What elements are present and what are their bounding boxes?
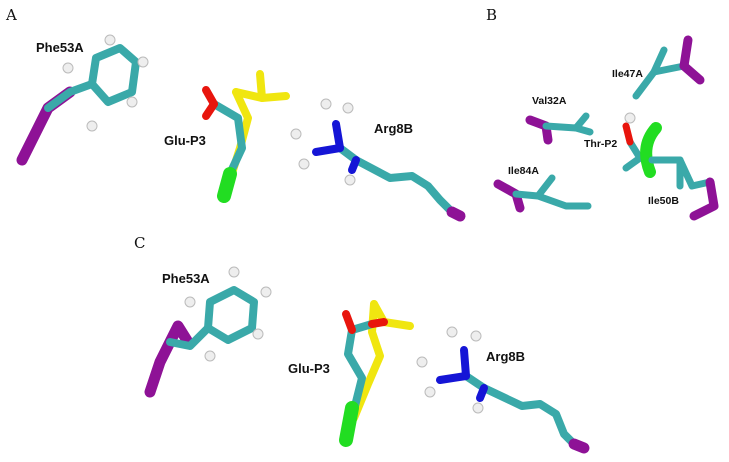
ile47a-branch	[650, 62, 688, 76]
glu-p3-oxygen-1	[342, 310, 356, 334]
arg8b-nitrogen-2	[436, 372, 470, 384]
label-ile47a: Ile47A	[612, 68, 643, 80]
hydrogen-atom	[137, 56, 149, 68]
glu-p3-oxygen-2	[368, 318, 388, 328]
hydrogen-atom	[62, 62, 74, 74]
label-phe53a-c: Phe53A	[162, 271, 210, 286]
label-thr-p2: Thr-P2	[584, 138, 617, 150]
ile50b-backbone	[689, 177, 719, 221]
hydrogen-atom	[472, 402, 484, 414]
hydrogen-atom	[424, 386, 436, 398]
phe53a-sidechain	[166, 324, 212, 350]
glu-p3-oxygen-2	[202, 100, 218, 120]
hydrogen-atom	[184, 296, 196, 308]
panel-c: C Phe53A Glu-P3	[134, 234, 590, 454]
hydrogen-atom	[446, 326, 458, 338]
panel-a-letter: A	[5, 6, 17, 24]
ile84a-residue: Ile84A	[493, 165, 592, 213]
ile50b-residue: Ile50B	[648, 156, 719, 221]
label-val32a: Val32A	[532, 95, 567, 107]
hydrogen-atom	[416, 356, 428, 368]
thr-p2-peptide-green	[640, 122, 662, 178]
hydrogen-atom	[342, 102, 354, 114]
ile47a-backbone-2	[679, 35, 693, 71]
hydrogen-atom	[298, 158, 310, 170]
glu-p3-yellow-branch-2	[256, 70, 266, 102]
hydrogen-atom	[290, 128, 302, 140]
ile84a-branch	[534, 192, 592, 210]
hydrogen-atom	[204, 350, 216, 362]
glu-p3-peptide-green	[339, 401, 359, 447]
hydrogen-atom	[260, 286, 272, 298]
arg8b-backbone	[446, 206, 466, 222]
panel-a: A Phe53A Glu-P3	[5, 6, 466, 222]
hydrogen-atom	[228, 266, 240, 278]
hydrogen-atom	[470, 330, 482, 342]
panel-b: B Ile47A Val32A Thr-P2	[486, 6, 719, 221]
hydrogen-atom	[344, 174, 356, 186]
hydrogen-atom	[86, 120, 98, 132]
glu-p3-peptide-green	[217, 167, 237, 203]
phe53a-ring	[88, 44, 140, 106]
glu-p3-sidechain	[210, 100, 246, 182]
ile84a-sidechain	[512, 174, 556, 200]
hydrogen-atom	[624, 112, 636, 124]
thr-p2-residue: Thr-P2	[584, 112, 662, 178]
arg8b-backbone	[568, 438, 590, 454]
label-ile50b: Ile50B	[648, 195, 679, 207]
hydrogen-atom	[104, 34, 116, 46]
arg8b-residue-a: Arg8B	[290, 98, 466, 222]
arg8b-nitrogen-3	[348, 156, 360, 174]
phe53a-residue-c: Phe53A	[144, 266, 272, 398]
glu-p3-residue-c: Glu-P3	[288, 300, 414, 447]
arg8b-sidechain	[352, 156, 456, 216]
arg8b-nitrogen-3	[476, 384, 488, 402]
hydrogen-atom	[252, 328, 264, 340]
hydrogen-atom	[320, 98, 332, 110]
label-arg8b-c: Arg8B	[486, 349, 525, 364]
panel-b-letter: B	[486, 6, 497, 24]
label-phe53a: Phe53A	[36, 40, 84, 55]
val32a-branch	[572, 124, 594, 136]
arg8b-nitrogen-1	[460, 346, 470, 380]
ile47a-residue: Ile47A	[612, 35, 705, 100]
glu-p3-sidechain	[344, 320, 376, 414]
ile50b-sidechain	[648, 156, 714, 190]
phe53a-ring	[204, 286, 258, 344]
val32a-residue: Val32A	[525, 95, 594, 145]
arg8b-sidechain	[480, 384, 578, 448]
thr-p2-oxygen	[622, 122, 634, 146]
thr-p2-sidechain	[622, 138, 644, 172]
arg8b-nitrogen-2	[312, 144, 344, 156]
hydrogen-atom	[126, 96, 138, 108]
phe53a-residue-a: Phe53A	[16, 34, 149, 166]
phe53a-sidechain	[44, 80, 96, 112]
label-arg8b: Arg8B	[374, 121, 413, 136]
label-glu-p3: Glu-P3	[164, 133, 206, 148]
arg8b-nitrogen-1	[332, 120, 344, 152]
label-ile84a: Ile84A	[508, 165, 539, 177]
label-glu-p3-c: Glu-P3	[288, 361, 330, 376]
phe53a-backbone	[144, 320, 194, 398]
panel-c-letter: C	[134, 234, 145, 252]
arg8b-residue-c: Arg8B	[416, 326, 590, 454]
phe53a-backbone	[16, 86, 76, 166]
glu-p3-residue-a: Glu-P3	[164, 70, 290, 203]
